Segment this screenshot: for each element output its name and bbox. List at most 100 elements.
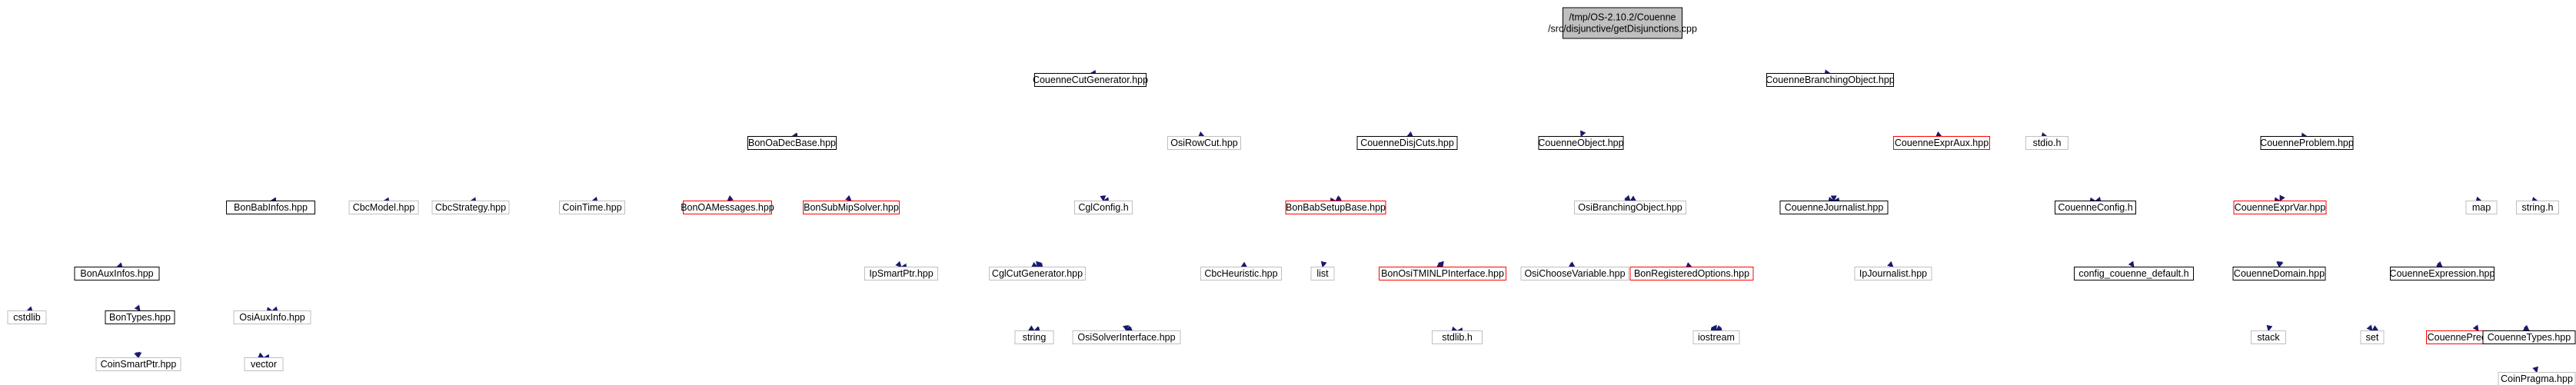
node-stack[interactable]: stack [2251, 330, 2286, 344]
node-label: CouenneDomain.hpp [2234, 268, 2325, 279]
node-config-couenne-default-h[interactable]: config_couenne_default.h [2074, 267, 2194, 280]
node-couenneexpraux-hpp[interactable]: CouenneExprAux.hpp [1893, 136, 1990, 150]
node-box [2251, 330, 2286, 344]
node-cglcutgenerator-hpp[interactable]: CglCutGenerator.hpp [989, 267, 1086, 280]
node-bonositminlpinterface-hpp[interactable]: BonOsiTMINLPInterface.hpp [1379, 267, 1506, 280]
file-nodes: /tmp/OS-2.10.2/Couenne/src/disjunctive/g… [7, 7, 2576, 385]
node-bonbabsetupbase-hpp[interactable]: BonBabSetupBase.hpp [1285, 201, 1386, 214]
node-bonregisteredoptions-hpp[interactable]: BonRegisteredOptions.hpp [1629, 267, 1754, 280]
node-vector[interactable]: vector [244, 357, 284, 371]
node-label: map [2472, 202, 2491, 213]
edge-couennedisjcuts-hpp-to-osichoosevariable-hpp [1568, 261, 1576, 268]
node-string-h[interactable]: string.h [2516, 201, 2559, 214]
node-label: CbcStrategy.hpp [435, 202, 506, 213]
node-map[interactable]: map [2465, 201, 2498, 214]
node-label: BonAuxInfos.hpp [80, 268, 153, 279]
node-osisolverinterface-hpp[interactable]: OsiSolverInterface.hpp [1072, 330, 1181, 344]
node-couennetypes-hpp[interactable]: CouenneTypes.hpp [2482, 330, 2576, 344]
node-cbcmodel-hpp[interactable]: CbcModel.hpp [348, 201, 419, 214]
node-label: IpSmartPtr.hpp [869, 268, 933, 279]
node-cstdlib[interactable]: cstdlib [7, 310, 47, 324]
node-label: CouenneConfig.h [2058, 202, 2132, 213]
node-box [431, 201, 510, 214]
node-box [2055, 201, 2136, 214]
node-ipsmartptr-hpp[interactable]: IpSmartPtr.hpp [864, 267, 938, 280]
node-bonsubmipsolver-hpp[interactable]: BonSubMipSolver.hpp [803, 201, 900, 214]
node-ipjournalist-hpp[interactable]: IpJournalist.hpp [1854, 267, 1932, 280]
edge-couennedisjcuts-hpp-to-couennetypes-hpp [2523, 327, 2530, 334]
node-couenneexpression-hpp[interactable]: CouenneExpression.hpp [2390, 267, 2495, 280]
node-label: OsiSolverInterface.hpp [1077, 332, 1175, 343]
node-stdio-h[interactable]: stdio.h [2025, 136, 2068, 150]
node-getdisjunctions-cpp[interactable]: /tmp/OS-2.10.2/Couenne/src/disjunctive/g… [1548, 7, 1697, 39]
node-couennejournalist-hpp[interactable]: CouenneJournalist.hpp [1779, 201, 1889, 214]
edge-couennedisjcuts-hpp-to-bonositminlpinterface-hpp [1438, 261, 1444, 268]
node-coinpragma-hpp[interactable]: CoinPragma.hpp [2498, 372, 2576, 385]
node-box [1629, 267, 1754, 280]
edge-couenneproblem-hpp-to-map [2475, 196, 2482, 203]
edge-bonoadecbase-hpp-to-bonsubmipsolver-hpp [845, 194, 852, 202]
node-box [1893, 136, 1990, 150]
edge-couenneexpraux-hpp-to-couenneexprvar-hpp [2274, 197, 2281, 204]
node-label: CglCutGenerator.hpp [992, 268, 1083, 279]
edge-bonauxinfos-hpp-to-cstdlib [26, 306, 33, 313]
node-label: CouenneProblem.hpp [2260, 138, 2354, 148]
node-box [559, 201, 625, 214]
node-box [2465, 201, 2498, 214]
node-cglconfig-h[interactable]: CglConfig.h [1074, 201, 1133, 214]
node-bonbabinfos-hpp[interactable]: BonBabInfos.hpp [226, 201, 315, 214]
node-osibranchingobject-hpp[interactable]: OsiBranchingObject.hpp [1574, 201, 1686, 214]
node-label: config_couenne_default.h [2078, 268, 2188, 279]
node-iostream[interactable]: iostream [1692, 330, 1740, 344]
node-label: iostream [1698, 332, 1735, 343]
node-couenneproblem-hpp[interactable]: CouenneProblem.hpp [2260, 136, 2354, 150]
node-couennebranchingobject-hpp[interactable]: CouenneBranchingObject.hpp [1766, 73, 1895, 87]
node-label: CouenneExprVar.hpp [2235, 202, 2326, 213]
node-cbcstrategy-hpp[interactable]: CbcStrategy.hpp [431, 201, 510, 214]
node-label: stdio.h [2033, 138, 2062, 148]
edge-couenneproblem-hpp-to-couennetypes-hpp [2523, 324, 2530, 332]
edge-getdisjunctions-cpp-to-couenneproblem-hpp [2301, 132, 2308, 139]
edge-couennebranchingobject-hpp-to-couennejournalist-hpp [1830, 195, 1837, 202]
node-box [1167, 136, 1241, 150]
edge-bonoadecbase-hpp-to-osibranchingobject-hpp [1624, 197, 1631, 204]
node-string[interactable]: string [1014, 330, 1054, 344]
edge-bonbabsetupbase-hpp-to-list [1320, 261, 1327, 268]
node-osirowcut-hpp[interactable]: OsiRowCut.hpp [1167, 136, 1241, 150]
node-couennedomain-hpp[interactable]: CouenneDomain.hpp [2232, 267, 2326, 280]
node-box [2260, 136, 2354, 150]
node-couenneobject-hpp[interactable]: CouenneObject.hpp [1538, 136, 1624, 150]
node-box [2232, 267, 2326, 280]
node-couenneconfig-h[interactable]: CouenneConfig.h [2055, 201, 2136, 214]
node-bonoadecbase-hpp[interactable]: BonOaDecBase.hpp [747, 136, 837, 150]
node-label: CglConfig.h [1078, 202, 1128, 213]
node-osiauxinfo-hpp[interactable]: OsiAuxInfo.hpp [233, 310, 311, 324]
node-couenneexprvar-hpp[interactable]: CouenneExprVar.hpp [2233, 201, 2327, 214]
node-couennedisjcuts-hpp[interactable]: CouenneDisjCuts.hpp [1356, 136, 1458, 150]
node-stdlib-h[interactable]: stdlib.h [1432, 330, 1483, 344]
edge-couennedisjcuts-hpp-to-couennejournalist-hpp [1828, 197, 1835, 204]
node-cointime-hpp[interactable]: CoinTime.hpp [559, 201, 625, 214]
node-osichoosevariable-hpp[interactable]: OsiChooseVariable.hpp [1520, 267, 1629, 280]
node-label: BonBabInfos.hpp [234, 202, 308, 213]
node-couennecutgenerator-hpp[interactable]: CouenneCutGenerator.hpp [1033, 73, 1148, 87]
node-coinsmartptr-hpp[interactable]: CoinSmartPtr.hpp [95, 357, 181, 371]
node-set[interactable]: set [2360, 330, 2385, 344]
edge-bonoadecbase-hpp-to-stdlib-h [1451, 326, 1458, 333]
node-bontypes-hpp[interactable]: BonTypes.hpp [105, 310, 175, 324]
node-list[interactable]: list [1310, 267, 1335, 280]
node-label: stack [2257, 332, 2280, 343]
edge-bonbabinfos-hpp-to-bonauxinfos-hpp [116, 262, 123, 268]
node-box [2390, 267, 2494, 280]
edge-bonauxinfos-hpp-to-bontypes-hpp [134, 304, 141, 312]
edge-couenneproblem-hpp-to-couenneexpression-hpp [2436, 261, 2443, 268]
edge-couenneexpression-hpp-to-couenneprecisions-hpp [2472, 324, 2479, 332]
node-bonoamessages-hpp[interactable]: BonOAMessages.hpp [681, 201, 774, 214]
node-box [1563, 7, 1682, 39]
node-cbcheuristic-hpp[interactable]: CbcHeuristic.hpp [1200, 267, 1282, 280]
node-bonauxinfos-hpp[interactable]: BonAuxInfos.hpp [74, 267, 160, 280]
edge-couenneexpression-hpp-to-set [2371, 325, 2379, 332]
node-box [7, 310, 47, 324]
node-box [1766, 73, 1894, 87]
edge-getdisjunctions-cpp-to-couennebranchingobject-hpp [1824, 69, 1831, 76]
